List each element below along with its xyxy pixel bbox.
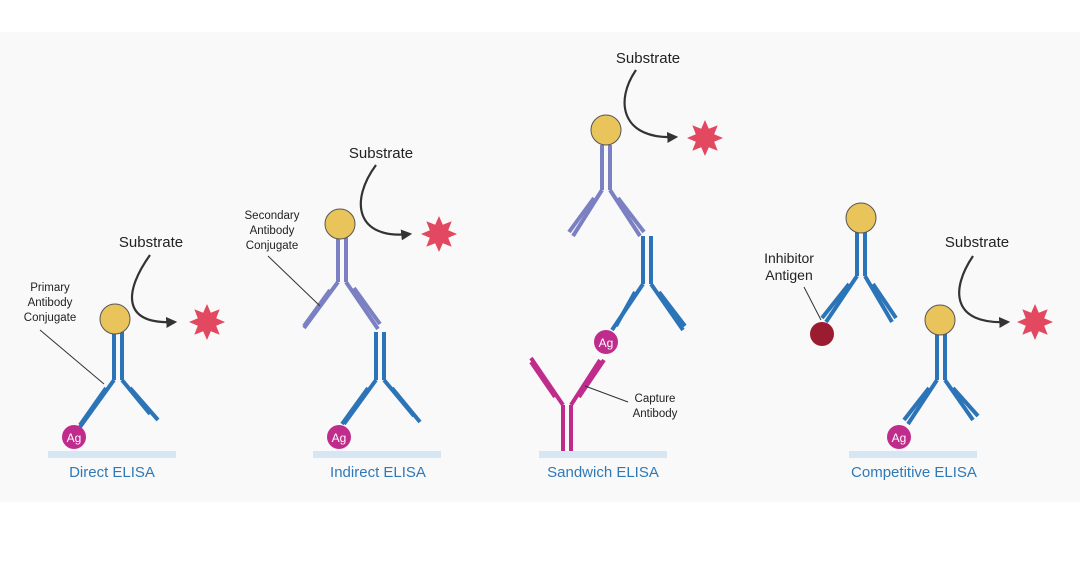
leader-line [803,286,822,321]
plate-surface [313,451,441,458]
caption-direct: Direct ELISA [69,464,155,481]
antigen-label: Ag [67,431,82,445]
enzyme-icon [324,208,356,240]
plate-surface [48,451,176,458]
caption-competitive: Competitive ELISA [851,464,977,481]
free-antibody [820,231,898,324]
competitive-elisa-group: Ag Inhibitor Antigen Substrate Competiti… [764,202,1053,481]
enzyme-icon [590,114,622,146]
substrate-burst-icon [687,120,723,156]
curved-arrow-icon [623,69,679,143]
primary-antibody [78,332,160,429]
plate-surface [539,451,667,458]
substrate-burst-icon [421,216,457,252]
enzyme-icon [924,304,956,336]
antigen-label: Ag [599,336,614,350]
plate-surface [849,451,977,458]
secondary-label-line1: Secondary [245,210,300,222]
curved-arrow-icon [359,164,413,241]
leader-line [584,385,629,403]
primary-label-line2: Antibody [28,297,73,309]
secondary-label-line2: Antibody [250,225,295,237]
leader-line [39,329,105,385]
primary-label-line1: Primary [30,282,70,294]
curved-arrow-icon [130,254,178,328]
primary-label-line3: Conjugate [24,312,76,324]
substrate-label: Substrate [119,234,183,251]
inhibitor-antigen-icon [810,322,834,346]
antigen-icon [62,425,86,449]
bound-antibody [902,333,980,426]
capture-label-line1: Capture [635,393,676,405]
direct-elisa-group: Ag Substrate Primary Antibody Conjugate … [24,234,225,481]
antigen-label: Ag [332,431,347,445]
substrate-burst-icon [1017,304,1053,340]
substrate-label: Substrate [349,145,413,162]
secondary-antibody [567,145,646,238]
substrate-label: Substrate [616,50,680,67]
sandwich-elisa-group: Ag Substrate Capture Antibody Sandwich E… [529,50,723,481]
secondary-label-line3: Conjugate [246,240,298,252]
detection-antibody [610,236,687,332]
caption-sandwich: Sandwich ELISA [547,464,659,481]
enzyme-icon [845,202,877,234]
primary-antibody [340,332,422,426]
substrate-label: Substrate [945,234,1009,251]
caption-indirect: Indirect ELISA [330,464,426,481]
antigen-label: Ag [892,431,907,445]
leader-line [267,255,321,307]
antigen-icon [327,425,351,449]
diagram-background [0,32,1080,502]
capture-antibody [529,356,606,451]
curved-arrow-icon [958,255,1011,328]
secondary-antibody [302,232,382,331]
capture-label-line2: Antibody [633,408,678,420]
antigen-icon [594,330,618,354]
inhibitor-label-line2: Antigen [765,267,812,283]
indirect-elisa-group: Ag Substrate Secondary Antibody Conjugat… [245,145,457,481]
enzyme-icon [99,303,131,335]
inhibitor-label-line1: Inhibitor [764,250,814,266]
substrate-burst-icon [189,304,225,340]
antigen-icon [887,425,911,449]
